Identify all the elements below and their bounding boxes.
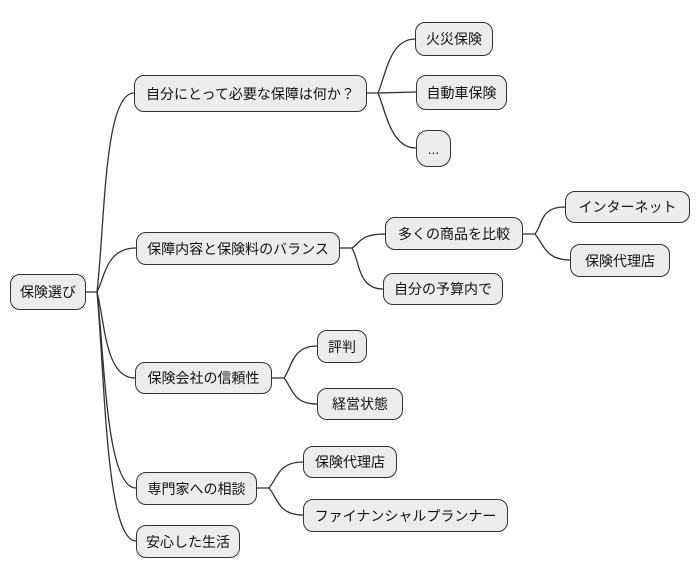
edge-to-management [283,377,318,405]
edge-to-reputation [283,345,318,379]
edge-to-fire-insurance [377,38,416,94]
edge-to-financial-planner [268,487,304,516]
node-reputation: 評判 [317,330,367,363]
edge-to-ellipsis [377,92,417,149]
node-needed-coverage: 自分にとって必要な保障は何か？ [134,75,367,112]
edge-to-agency-1 [534,233,571,261]
edge-to-car-insurance [377,91,417,94]
node-root-insurance-selection: 保険選び [10,274,86,310]
node-coverage-premium-balance: 保障内容と保険料のバランス [136,232,340,265]
node-management-status: 経営状態 [317,388,403,420]
node-expert-consultation: 専門家への相談 [136,472,257,505]
node-compare-products: 多くの商品を比較 [385,217,523,250]
edge-root-to-secure-life [96,291,137,542]
node-ellipsis: ... [416,130,451,167]
node-insurance-agency-compare: 保険代理店 [570,244,670,277]
edge-to-compare-products [351,233,386,249]
node-fire-insurance: 火災保険 [415,22,493,56]
edge-to-agency-2 [268,461,304,489]
edge-root-to-needed-coverage [96,92,135,293]
node-company-reliability: 保険会社の信頼性 [135,362,272,394]
node-car-insurance: 自動車保険 [416,75,507,110]
edge-to-internet [534,206,566,235]
edge-root-to-reliability [96,291,136,379]
edge-root-to-balance [96,247,137,293]
node-secure-life: 安心した生活 [136,525,240,558]
edge-to-within-budget [351,247,384,290]
node-within-budget: 自分の予算内で [383,273,503,305]
node-internet: インターネット [565,191,690,223]
node-insurance-agency-consult: 保険代理店 [303,446,397,478]
node-financial-planner: ファイナンシャルプランナー [303,499,508,532]
